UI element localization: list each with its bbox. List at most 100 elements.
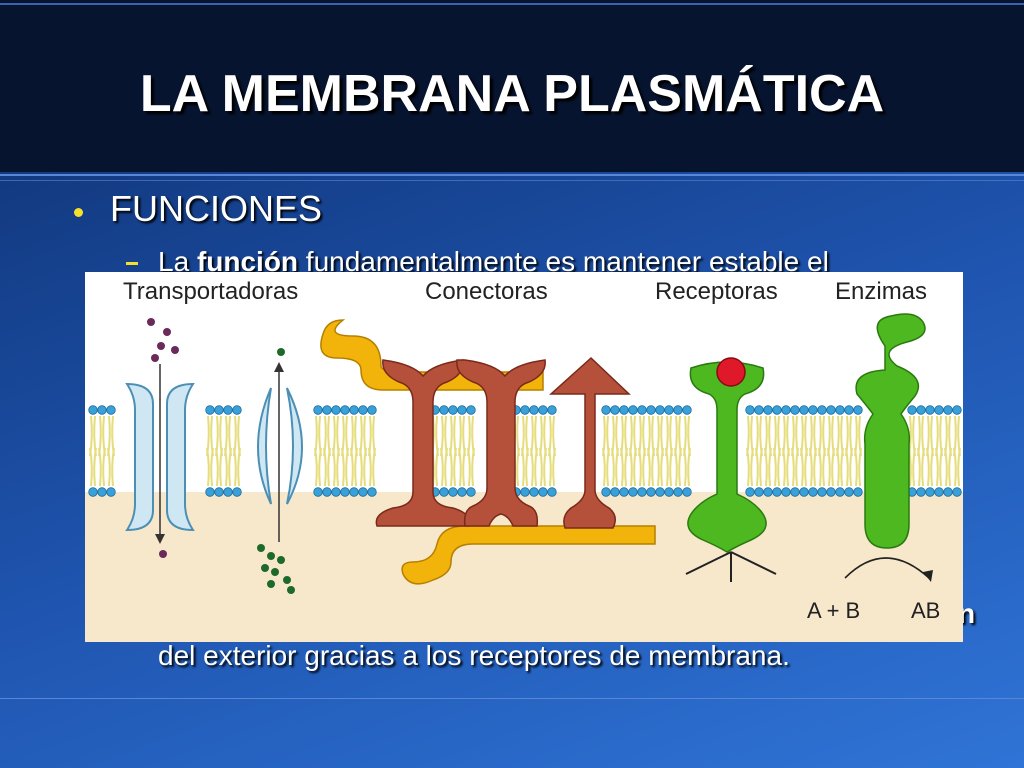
enzyme-protein [855,313,926,549]
lipid-tail [845,447,853,487]
lipid-tail [809,447,817,487]
lipid-tail [449,447,457,487]
lipid-head [88,405,98,415]
lipid-head [223,487,233,497]
lipid-head [313,405,323,415]
lipid-tail [746,447,754,487]
lipid-head [322,487,332,497]
lipid-head [322,405,332,415]
lipid-tail [818,447,826,487]
lipid-head [943,487,953,497]
lipid-head [547,487,557,497]
lipid-head [682,487,692,497]
lipid-head [448,487,458,497]
lipid-head [790,487,800,497]
lipid-tail [359,447,367,487]
lipid-tail [773,447,781,487]
label-transportadoras: Transportadoras [123,278,299,305]
lipid-head [772,405,782,415]
lipid-head [682,405,692,415]
lipid-head [331,405,341,415]
lipid-head [331,487,341,497]
lipid-tail [215,447,223,487]
lipid-head [808,405,818,415]
sub-prefix: La [158,246,197,277]
lipid-tail [206,447,214,487]
lipid-head [538,405,548,415]
reaction-product: AB [911,598,941,623]
lipid-head [916,405,926,415]
lipid-head [628,405,638,415]
footer-divider [0,698,1024,699]
lipid-tail [800,447,808,487]
lipid-head [664,487,674,497]
lipid-tail [683,447,691,487]
lipid-head [340,487,350,497]
label-receptoras: Receptoras [655,278,778,305]
lipid-tail [908,447,916,487]
lipid-tail [611,447,619,487]
solute-molecule-purple [163,328,171,336]
lipid-head [826,487,836,497]
lipid-tail [341,447,349,487]
lipid-tail [647,447,655,487]
lipid-head [367,405,377,415]
lipid-tail [656,447,664,487]
lipid-head [772,487,782,497]
bullet-dot-icon [74,208,83,217]
lipid-tail [629,447,637,487]
lipid-head [907,405,917,415]
lipid-head [448,405,458,415]
lipid-head [853,487,863,497]
lipid-head [916,487,926,497]
reaction-arrow [844,557,930,579]
connector-protein-1 [375,359,471,527]
lipid-head [637,405,647,415]
lipid-tail [539,447,547,487]
slide-title: LA MEMBRANA PLASMÁTICA [139,65,885,123]
lipid-head [520,405,530,415]
lipid-head [781,487,791,497]
lipid-tail [89,447,97,487]
lipid-head [754,487,764,497]
sub-bold-word: función [196,246,299,277]
connector-protein-3 [549,356,631,529]
lipid-head [232,405,242,415]
solute-molecule-purple [151,354,159,362]
reaction-reactants: A + B [807,598,861,623]
lipid-head [754,405,764,415]
label-conectoras: Conectoras [425,278,548,305]
lipid-head [745,487,755,497]
lipid-head [466,487,476,497]
lipid-head [610,487,620,497]
lipid-head [106,405,116,415]
lipid-head [97,405,107,415]
solute-molecule-purple [171,346,179,354]
lipid-tail [827,447,835,487]
lipid-head [349,405,359,415]
lipid-head [601,405,611,415]
lipid-head [466,405,476,415]
solute-molecule-green [261,564,269,572]
transporter-right-half [166,382,195,532]
connector-protein-2 [456,359,546,527]
lipid-head [655,487,665,497]
sub-bullet-line2: del exterior gracias a los receptores de… [158,640,790,671]
carrier-right [286,387,303,505]
lipid-head [457,405,467,415]
lipid-head [799,487,809,497]
lipid-head [97,487,107,497]
lipid-tail [755,447,763,487]
lipid-tail [791,447,799,487]
lipid-head [781,405,791,415]
lipid-head [538,487,548,497]
signal-arrow [730,551,777,575]
sub-bullet-text: La función fundamentalmente es mantener … [158,246,829,278]
solute-molecule-purple [157,342,165,350]
sub-bullet-dash-icon [126,262,138,265]
lipid-head [844,405,854,415]
lipid-head [439,405,449,415]
lipid-head [529,487,539,497]
ligand-signal [716,357,746,387]
lipid-head [358,487,368,497]
